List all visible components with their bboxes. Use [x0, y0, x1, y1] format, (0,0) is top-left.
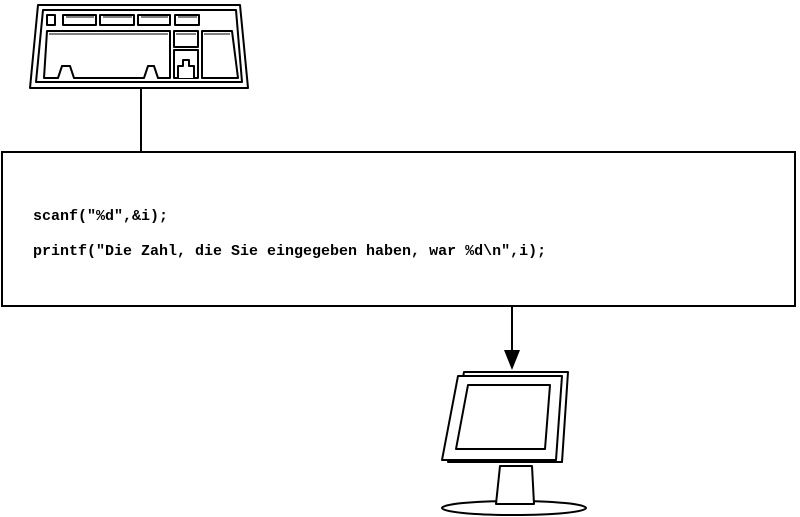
code-line-printf: printf("Die Zahl, die Sie eingegeben hab…	[33, 243, 547, 260]
code-box: scanf("%d",&i); printf("Die Zahl, die Si…	[1, 151, 796, 307]
code-line-scanf: scanf("%d",&i);	[33, 208, 169, 225]
